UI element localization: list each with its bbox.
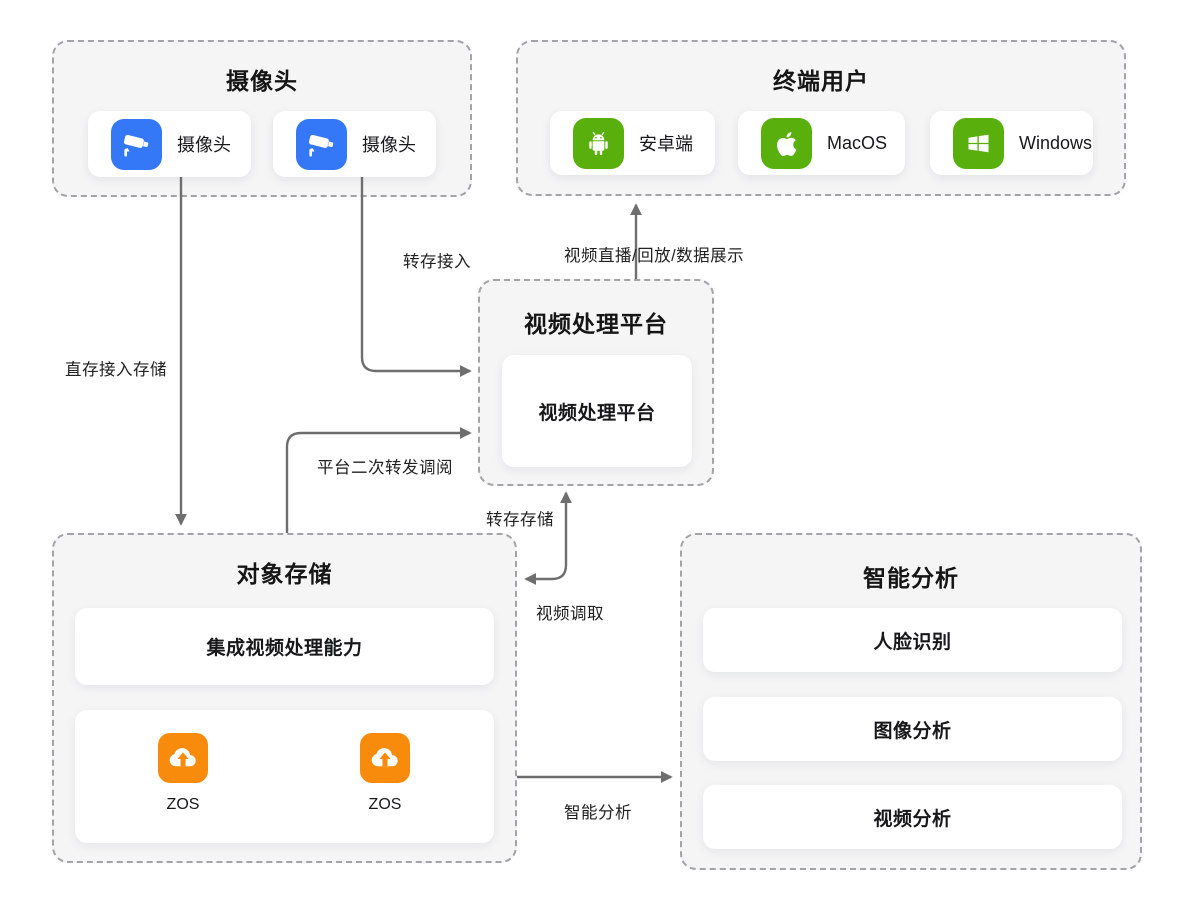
node-macos-label: MacOS xyxy=(827,132,888,153)
group-cameras-title: 摄像头 xyxy=(226,68,298,94)
camera-icon xyxy=(111,118,162,170)
apple-icon xyxy=(761,117,812,169)
edge-direct-store-label: 直存接入存储 xyxy=(65,361,167,379)
edge-secondary-forward-arrow xyxy=(285,427,472,533)
node-video-analysis-label: 视频分析 xyxy=(873,808,952,830)
node-camera-2: 摄像头 xyxy=(273,111,436,177)
windows-icon xyxy=(953,117,1004,169)
group-object-storage-title: 对象存储 xyxy=(236,561,333,587)
node-video-platform: 视频处理平台 xyxy=(502,355,692,467)
node-camera-1-label: 摄像头 xyxy=(177,135,231,155)
camera-icon xyxy=(296,118,347,170)
node-macos: MacOS xyxy=(738,111,905,175)
node-image-analysis: 图像分析 xyxy=(703,697,1122,761)
node-camera-2-label: 摄像头 xyxy=(362,135,416,155)
node-zos-1-label: ZOS xyxy=(166,796,200,813)
zos-cloud-upload-icon xyxy=(158,733,208,783)
zos-cloud-upload-icon xyxy=(360,733,410,783)
node-android: 安卓端 xyxy=(550,111,715,175)
node-video-analysis: 视频分析 xyxy=(703,785,1122,849)
node-face-recognition: 人脸识别 xyxy=(703,608,1122,672)
edge-intelligent-analysis-label: 智能分析 xyxy=(564,804,632,822)
edge-transfer-access-arrow xyxy=(360,177,472,377)
node-video-capability: 集成视频处理能力 xyxy=(75,608,494,685)
edge-transfer-access-label: 转存接入 xyxy=(403,253,471,271)
node-camera-1: 摄像头 xyxy=(88,111,251,177)
node-zos-2: ZOS xyxy=(330,733,440,814)
node-windows-label: Windows xyxy=(1019,132,1093,153)
node-zos-2-label: ZOS xyxy=(368,796,402,813)
group-intelligent-analysis-title: 智能分析 xyxy=(863,565,959,591)
android-icon xyxy=(573,117,624,169)
edge-video-fetch-label: 视频调取 xyxy=(536,605,604,623)
node-zos-1: ZOS xyxy=(128,733,238,814)
node-video-platform-label: 视频处理平台 xyxy=(538,402,656,424)
edge-live-playback-label: 视频直播/回放/数据展示 xyxy=(564,247,745,265)
node-face-recognition-label: 人脸识别 xyxy=(873,631,952,653)
group-video-platform-title: 视频处理平台 xyxy=(524,311,668,337)
edge-transfer-store-label: 转存存储 xyxy=(486,511,554,529)
node-video-capability-label: 集成视频处理能力 xyxy=(206,638,363,659)
node-windows: Windows xyxy=(930,111,1093,175)
edge-secondary-forward-label: 平台二次转发调阅 xyxy=(317,459,453,477)
node-image-analysis-label: 图像分析 xyxy=(873,720,952,742)
node-zos-panel: ZOS ZOS xyxy=(75,710,494,843)
group-end-users-title: 终端用户 xyxy=(773,68,869,94)
node-android-label: 安卓端 xyxy=(639,134,693,154)
